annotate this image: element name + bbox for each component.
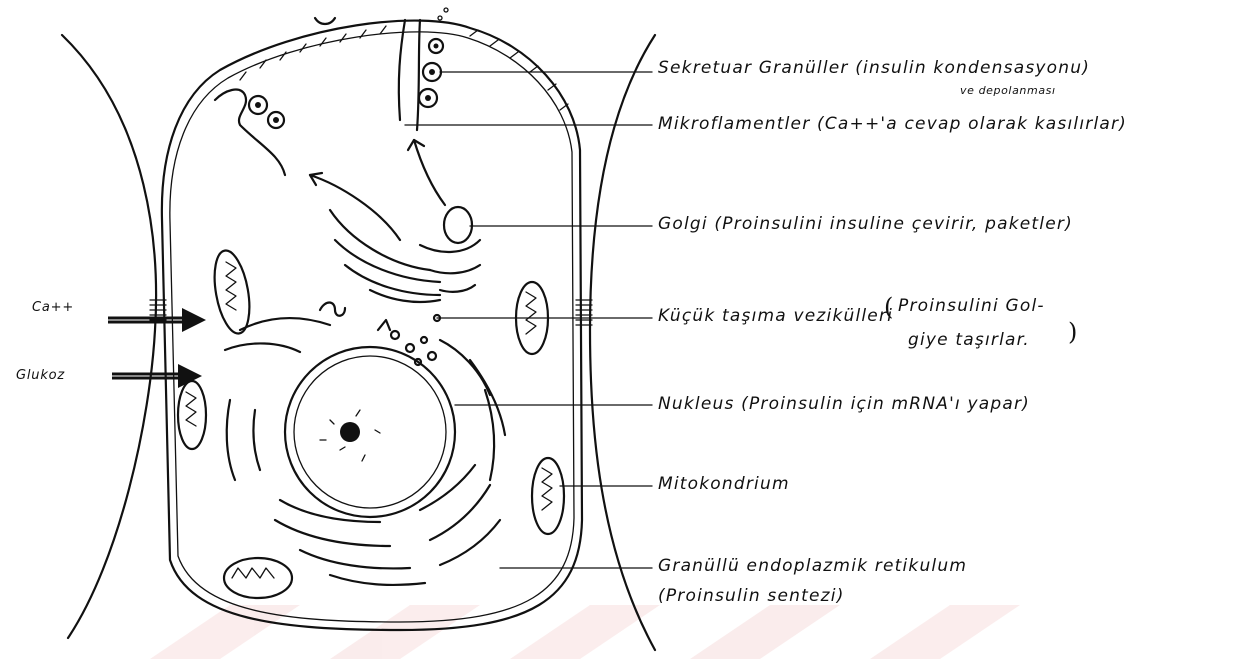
golgi-apparatus: [330, 207, 480, 302]
paren-close: ): [1068, 318, 1077, 346]
label-mitochondrium: Mitokondrium: [658, 474, 790, 494]
secretory-granules: [215, 8, 448, 175]
cell-membrane-inner: [170, 32, 574, 622]
rough-er: [225, 318, 505, 585]
label-golgi: Golgi (Proinsulini insuline çevirir, pak…: [658, 214, 1073, 234]
label-rough-er: Granüllü endoplazmik retikulum: [658, 556, 967, 576]
transport-vesicles: [320, 303, 440, 366]
neighbor-cell-right-membrane: [590, 35, 655, 650]
label-microfilaments: Mikroflamentler (Ca++'a cevap olarak kas…: [658, 114, 1127, 134]
label-calcium: Ca++: [32, 300, 74, 315]
neighbor-cell-left-membrane: [62, 35, 156, 638]
golgi-upward-arrow: [414, 140, 445, 205]
label-secretory-granules-sub: ve depolanması: [960, 84, 1056, 97]
membrane-hatching: [240, 26, 568, 110]
label-nucleus: Nukleus (Proinsulin için mRNA'ı yapar): [658, 394, 1030, 414]
junction-marks: [150, 300, 592, 325]
cell-membrane-outline: [162, 21, 582, 630]
nucleus: [285, 347, 455, 517]
label-transport-vesicles-note-1: Proinsulini Gol-: [898, 296, 1045, 316]
label-glucose: Glukoz: [16, 368, 65, 383]
watermark: [150, 605, 1020, 659]
label-rough-er-note: (Proinsulin sentezi): [658, 586, 845, 606]
leader-lines: [405, 72, 652, 568]
label-secretory-granules: Sekretuar Granüller (insulin kondensasyo…: [658, 58, 1090, 78]
label-transport-vesicles: Küçük taşıma vezikülleri: [658, 306, 893, 326]
label-transport-vesicles-note-2: giye taşırlar.: [908, 330, 1030, 350]
paren-open: (: [884, 293, 893, 321]
golgi-to-membrane-arrow: [310, 175, 400, 240]
